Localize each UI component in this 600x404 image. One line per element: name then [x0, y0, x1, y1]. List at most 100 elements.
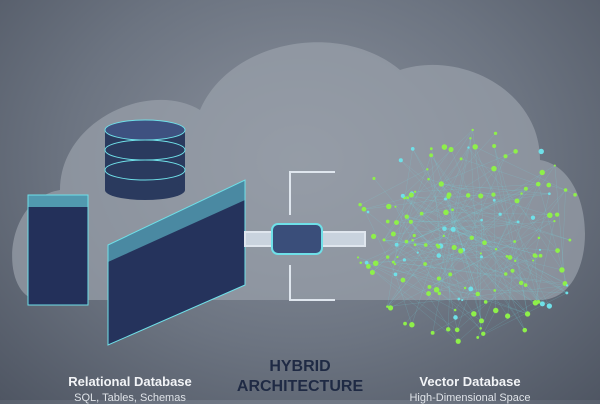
vector-point: [451, 208, 454, 211]
vector-point: [455, 328, 460, 333]
vector-point: [427, 285, 431, 289]
vector-point: [472, 144, 477, 149]
vector-point: [409, 322, 414, 327]
vector-point: [475, 292, 480, 297]
vector-point: [426, 291, 431, 296]
vector-point: [371, 234, 376, 239]
vector-point: [383, 238, 386, 241]
vector-point: [358, 203, 362, 207]
vector-point: [495, 248, 497, 250]
vector-point: [517, 220, 520, 223]
vector-point: [451, 227, 456, 232]
vector-point: [548, 192, 551, 195]
vector-point: [427, 178, 430, 181]
center-title-line2: ARCHITECTURE: [225, 378, 375, 396]
vector-point: [430, 147, 433, 150]
vector-point: [423, 262, 427, 266]
vector-point: [448, 272, 452, 276]
vector-point: [504, 272, 508, 276]
vector-point: [431, 331, 435, 335]
vector-point: [493, 289, 496, 292]
vector-point: [391, 232, 396, 237]
vector-point: [522, 328, 527, 333]
vector-point: [479, 318, 484, 323]
vector-point: [555, 248, 560, 253]
vector-point: [533, 300, 538, 305]
vector-point: [503, 154, 507, 158]
vector-point: [481, 332, 485, 336]
vector-point: [498, 213, 501, 216]
vector-point: [453, 315, 458, 320]
vector-point: [540, 170, 545, 175]
vector-point: [536, 182, 541, 187]
database-cylinder-icon: [105, 120, 185, 200]
vector-point: [539, 149, 544, 154]
vector-point: [373, 260, 379, 266]
vector-point: [442, 226, 447, 231]
vector-point: [434, 287, 440, 293]
vector-point: [547, 212, 553, 218]
vector-point: [438, 292, 441, 295]
vector-point: [405, 240, 409, 244]
vector-point: [511, 269, 515, 273]
vector-point: [494, 132, 497, 135]
vector-point: [403, 322, 407, 326]
vector-point: [514, 260, 516, 262]
vector-point: [447, 192, 452, 197]
vector-point: [439, 181, 444, 186]
vector-point: [417, 252, 419, 254]
vector-point: [458, 298, 461, 301]
vector-point: [547, 303, 552, 308]
vector-point: [370, 270, 375, 275]
vector-point: [386, 220, 390, 224]
vector-point: [414, 243, 417, 246]
vector-point: [429, 153, 433, 157]
vector-point: [386, 204, 391, 209]
vector-point: [456, 339, 461, 344]
vector-point: [426, 168, 428, 170]
vector-point: [525, 311, 530, 316]
vector-point: [394, 273, 398, 277]
vector-point: [479, 327, 482, 330]
vector-point: [492, 144, 496, 148]
vector-point: [471, 129, 473, 131]
vector-point: [513, 149, 518, 154]
vector-point: [532, 260, 534, 262]
vector-point: [515, 198, 520, 203]
vector-point: [506, 255, 509, 258]
vector-point: [554, 165, 556, 167]
vector-point: [566, 284, 568, 286]
vector-point: [394, 263, 396, 265]
center-title-line1: HYBRID: [225, 358, 375, 376]
vector-point: [388, 305, 393, 310]
vector-subtitle: High-Dimensional Space: [380, 392, 560, 404]
relational-title: Relational Database: [40, 374, 220, 389]
small-table-server-icon: [28, 195, 88, 305]
vector-point: [533, 253, 537, 257]
vector-point: [443, 210, 449, 216]
vector-point: [403, 258, 406, 261]
vector-point: [406, 196, 409, 199]
vector-point: [505, 313, 510, 318]
vector-point: [367, 211, 370, 214]
vector-point: [546, 183, 551, 188]
vector-point: [538, 237, 541, 240]
vector-point: [362, 207, 367, 212]
vector-point: [559, 267, 564, 272]
vector-point: [519, 281, 524, 286]
vector-point: [513, 240, 516, 243]
vector-point: [555, 212, 559, 216]
vector-point: [442, 144, 448, 150]
vector-point: [401, 194, 405, 198]
vector-point: [365, 261, 369, 265]
vector-point: [437, 253, 442, 258]
vector-point: [476, 336, 479, 339]
vector-point: [411, 239, 413, 241]
vector-point: [478, 193, 483, 198]
vector-point: [493, 199, 496, 202]
vector-point: [446, 327, 450, 331]
vector-point: [409, 192, 414, 197]
vector-point: [424, 243, 428, 247]
vector-point: [564, 188, 568, 192]
